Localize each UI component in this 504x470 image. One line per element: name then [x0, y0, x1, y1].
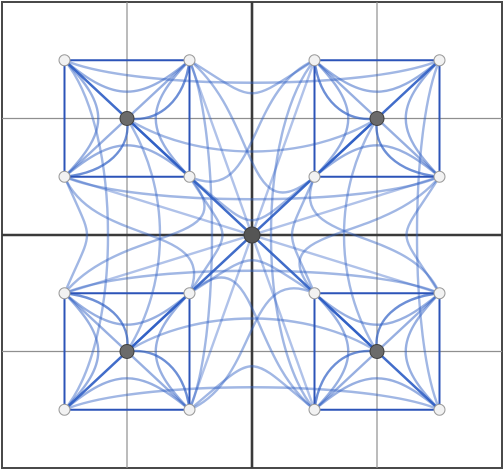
edge-curve [125, 349, 191, 411]
edge-curve [404, 59, 441, 178]
edge-curve [125, 317, 379, 353]
edge-curve [313, 144, 441, 178]
box-layer [63, 59, 441, 411]
edge-curve [63, 59, 441, 84]
edge-curve [63, 59, 110, 411]
corner-node [308, 54, 321, 67]
edge-curve [188, 365, 316, 411]
corner-node [58, 54, 71, 67]
corner-node [308, 287, 321, 300]
edge-curve [313, 59, 379, 121]
cluster-box-top-right [313, 59, 441, 178]
edge-curve [188, 276, 316, 411]
edge-curve [154, 59, 191, 178]
edge-curve [63, 386, 441, 411]
corner-node [308, 170, 321, 183]
edge-curve [415, 59, 441, 411]
edge-curve [125, 117, 379, 153]
edge-curve [313, 59, 441, 93]
edge-curve [313, 377, 441, 411]
corner-node [183, 403, 196, 416]
edge-curve [188, 59, 316, 95]
edge-curve [63, 175, 89, 295]
edge-curve [63, 59, 100, 178]
edge-curve [63, 269, 441, 295]
edge-curve [188, 175, 316, 222]
edge-curve [188, 175, 224, 295]
cluster-center-node [119, 344, 135, 359]
corner-node [58, 403, 71, 416]
corner-node [58, 170, 71, 183]
edge-curve [404, 292, 441, 411]
edge-curve [290, 175, 316, 295]
edge-curve [405, 175, 441, 295]
edge-curve [63, 117, 129, 178]
corner-node [183, 54, 196, 67]
edge-curve [313, 349, 379, 411]
corner-node [433, 54, 446, 67]
cluster-box-top-left [63, 59, 191, 178]
cluster-center-node [119, 111, 135, 126]
edge-curve [313, 292, 441, 326]
corner-node [308, 403, 321, 416]
corner-node [433, 403, 446, 416]
edge-curve [188, 59, 316, 183]
edge-curve [63, 144, 191, 178]
edge-curve [63, 175, 196, 295]
edge-curve [63, 175, 441, 201]
edge-curve [63, 377, 191, 411]
edge-curve [188, 59, 316, 194]
corner-node [58, 287, 71, 300]
cluster-center-node [369, 111, 385, 126]
edge-curve [154, 292, 191, 411]
cluster-center-node [369, 344, 385, 359]
edge-curve [313, 292, 350, 411]
corner-node [183, 287, 196, 300]
edge-curve [375, 117, 441, 178]
edge-curve [125, 117, 162, 353]
edge-curve [298, 175, 441, 295]
edge-curve [308, 175, 441, 295]
center-node [243, 226, 261, 244]
node-layer [58, 54, 446, 416]
edge-curve [269, 59, 316, 411]
corner-node [433, 287, 446, 300]
edge-curve [63, 292, 129, 353]
edge-curve [342, 117, 379, 353]
edge-curve [63, 292, 100, 411]
edge-curve [63, 59, 191, 93]
edge-curve [63, 175, 206, 295]
edge-curve [188, 59, 214, 411]
edge-curve [188, 259, 316, 295]
cluster-box-bottom-left [63, 292, 191, 411]
edge-curve [63, 292, 191, 326]
edge-curve [313, 59, 350, 178]
edge-curve [375, 292, 441, 353]
edge-curve [188, 287, 316, 411]
corner-node [183, 170, 196, 183]
cluster-box-bottom-right [313, 292, 441, 411]
edge-curve [125, 59, 191, 121]
corner-node [433, 170, 446, 183]
